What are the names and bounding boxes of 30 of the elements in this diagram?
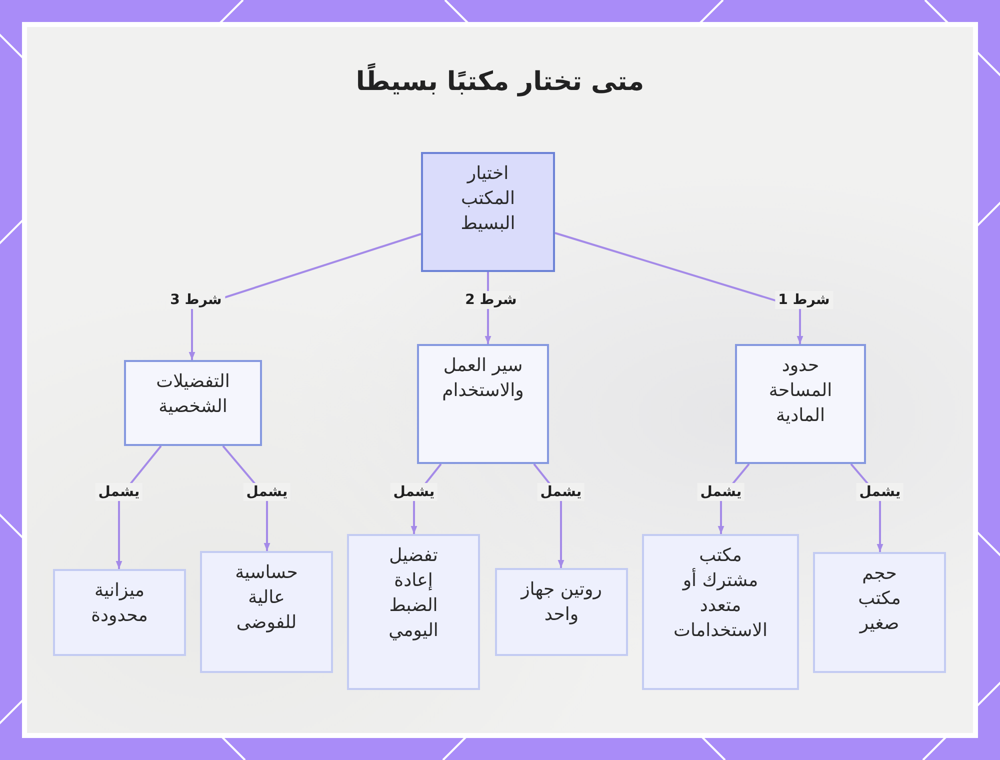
condition-box	[735, 344, 866, 464]
detail-box	[495, 568, 628, 656]
edge-label: يشمل	[856, 483, 904, 501]
node-text: حساسية عالية للفوضى	[234, 561, 299, 635]
node-text: مكتب مشترك أو متعدد الاستخدامات	[672, 544, 768, 643]
detail-box	[813, 552, 946, 673]
edge-label: يشمل	[697, 483, 745, 501]
diagram-title: متى تختار مكتبًا بسيطًا	[356, 63, 644, 101]
topic-box	[421, 152, 555, 272]
node-text: روتين جهاز واحد	[519, 578, 603, 627]
detail-box	[642, 534, 799, 690]
node-text: سير العمل والاستخدام	[441, 354, 525, 403]
edge-label: يشمل	[95, 483, 143, 501]
detail-box	[347, 534, 480, 690]
edge-label: يشمل	[537, 483, 585, 501]
edge-label: يشمل	[243, 483, 291, 501]
detail-box	[53, 569, 186, 656]
edge-label: شرط 1	[775, 291, 833, 309]
condition-box	[417, 344, 549, 464]
node-text: ميزانية محدودة	[90, 579, 149, 628]
edge-label: يشمل	[390, 483, 438, 501]
connector-arrow	[188, 233, 422, 360]
node-text: تفضيل إعادة الضبط اليومي	[388, 544, 440, 643]
detail-box	[200, 551, 333, 673]
condition-box	[124, 360, 262, 446]
node-text: حدود المساحة المادية	[768, 354, 834, 428]
node-text: اختيار المكتب البسيط	[460, 162, 516, 236]
node-text: حجم مكتب صغير	[857, 562, 902, 636]
node-text: التفضيلات الشخصية	[155, 370, 231, 419]
connector-arrow	[554, 232, 804, 344]
